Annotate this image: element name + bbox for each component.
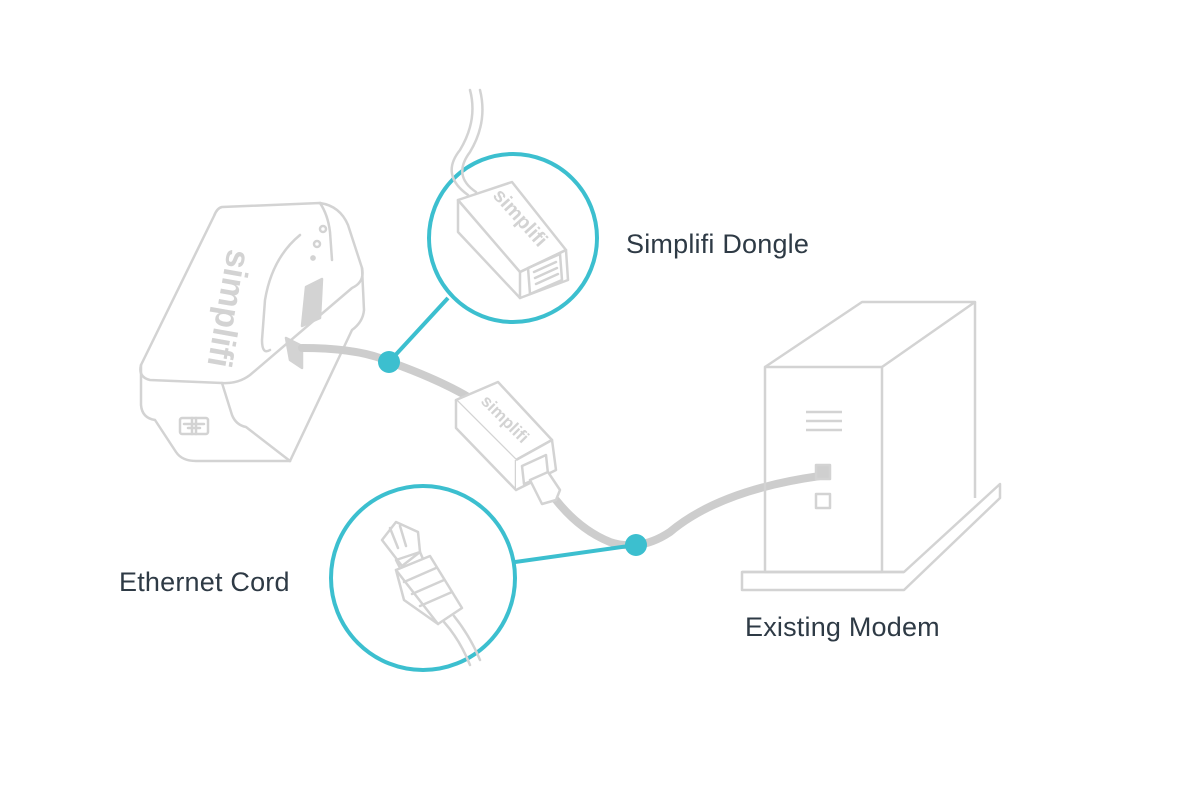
modem-tower-icon: [740, 300, 1002, 592]
dongle-zoom-callout: simplifi: [427, 88, 599, 324]
cable-dongle-to-modem: [552, 472, 824, 550]
callout-dot-ethernet: [625, 534, 647, 556]
hub-device-icon: [139, 201, 366, 463]
hub-brand-text: simplifi: [199, 247, 257, 371]
callout-line-dongle: [387, 296, 450, 364]
label-ethernet-cord: Ethernet Cord: [119, 567, 290, 597]
ethernet-zoom-callout: [329, 484, 517, 672]
callout-lines: [387, 296, 637, 565]
dongle-icon: [450, 88, 570, 300]
label-existing-modem: Existing Modem: [745, 612, 940, 642]
label-simplifi-dongle: Simplifi Dongle: [626, 229, 810, 259]
ethernet-plug-icon: [380, 520, 482, 667]
inline-dongle-icon: [454, 380, 562, 506]
callout-line-ethernet: [507, 543, 637, 565]
callout-dot-dongle: [378, 351, 400, 373]
